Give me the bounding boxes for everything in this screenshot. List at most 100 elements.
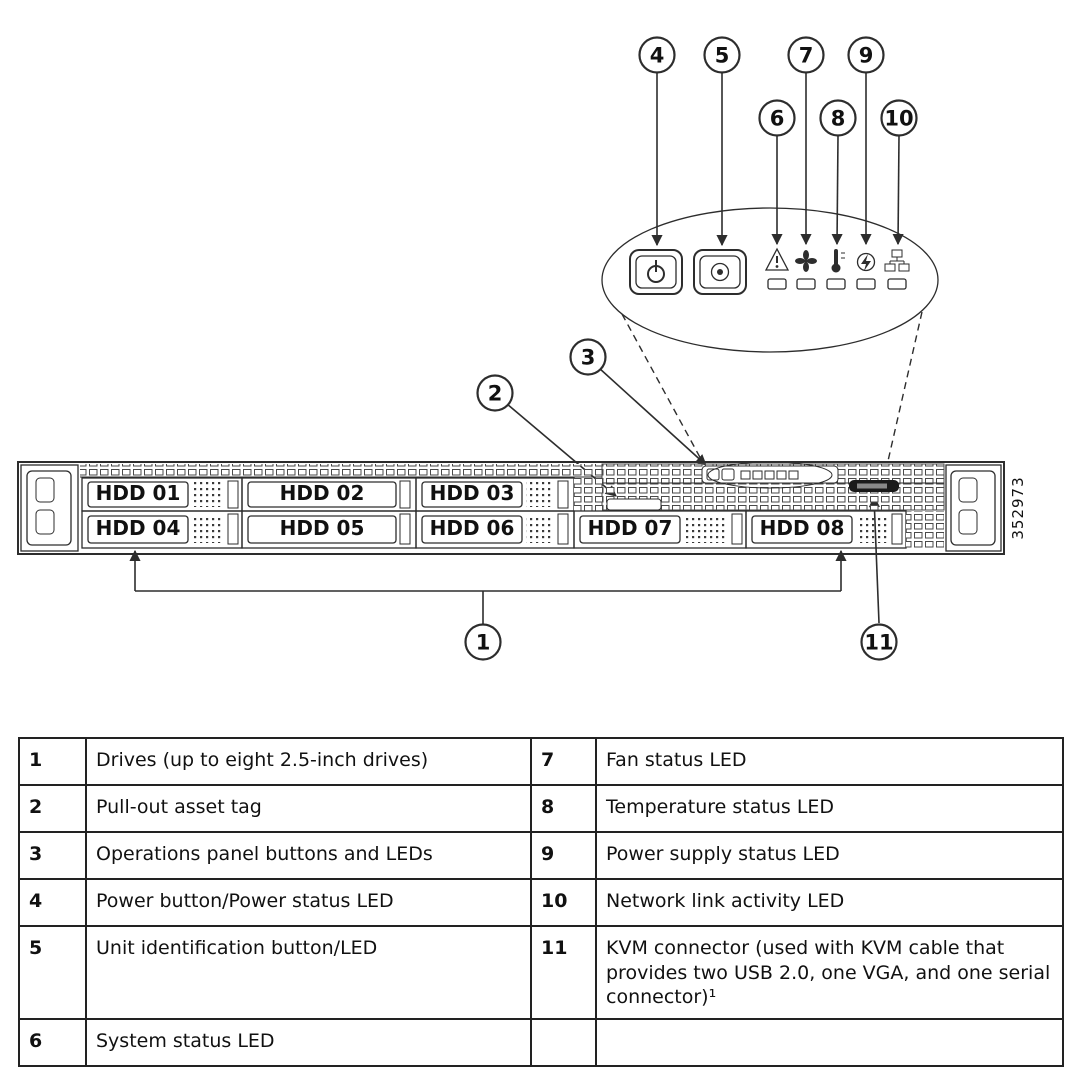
figure-id-number: 352973 bbox=[1009, 476, 1027, 539]
svg-text:7: 7 bbox=[799, 44, 814, 68]
legend-num-cell: 9 bbox=[530, 831, 597, 880]
svg-text:HDD 02: HDD 02 bbox=[280, 481, 365, 505]
svg-text:3: 3 bbox=[581, 346, 596, 370]
legend-num-cell bbox=[530, 1018, 597, 1068]
mini-led-3 bbox=[764, 470, 775, 480]
callout-11: 11 bbox=[860, 623, 898, 661]
legend-row: 2 Pull-out asset tag 8 Temperature statu… bbox=[18, 784, 1064, 833]
svg-text:9: 9 bbox=[859, 44, 874, 68]
temperature-status-icon bbox=[831, 249, 845, 273]
left-rack-ear bbox=[20, 464, 79, 552]
drive-bay-hdd05: HDD 05 bbox=[241, 510, 417, 549]
power-button bbox=[629, 249, 683, 295]
power-supply-status-led bbox=[856, 278, 876, 290]
callout-5: 5 bbox=[703, 36, 741, 74]
chassis-outline bbox=[17, 461, 1005, 555]
svg-text:2: 2 bbox=[488, 382, 503, 406]
source-magnifier-ellipse bbox=[707, 461, 833, 489]
network-link-led bbox=[887, 278, 907, 290]
server-front-diagram: 4 5 7 9 6 8 10 3 2 1 11 bbox=[17, 36, 1027, 661]
svg-text:HDD 08: HDD 08 bbox=[760, 516, 845, 540]
system-status-icon bbox=[764, 247, 790, 271]
vent-filler-bottom bbox=[906, 511, 944, 548]
magnifier-dash-left bbox=[621, 313, 703, 462]
top-vent-strip bbox=[80, 464, 602, 477]
power-supply-status-icon bbox=[856, 252, 876, 272]
legend-num-cell: 2 bbox=[18, 784, 87, 833]
legend-row: 4 Power button/Power status LED 10 Netwo… bbox=[18, 878, 1064, 927]
network-link-icon bbox=[884, 249, 910, 272]
system-status-led bbox=[767, 278, 787, 290]
server-chassis: HDD 01 HDD 02 HDD 03 HDD 04 bbox=[17, 461, 1005, 555]
svg-text:HDD 06: HDD 06 bbox=[430, 516, 515, 540]
legend-desc-cell: Power supply status LED bbox=[595, 831, 1064, 880]
mini-power-button bbox=[706, 468, 720, 481]
callout-4: 4 bbox=[638, 36, 676, 74]
legend-desc-cell: Network link activity LED bbox=[595, 878, 1064, 927]
svg-text:11: 11 bbox=[864, 631, 893, 655]
svg-text:HDD 03: HDD 03 bbox=[430, 481, 515, 505]
ops-panel-area bbox=[601, 461, 945, 511]
legend-desc-cell: Unit identification button/LED bbox=[85, 924, 532, 1021]
callout-8: 8 bbox=[819, 99, 857, 137]
svg-text:10: 10 bbox=[884, 107, 913, 131]
mini-led-1 bbox=[740, 470, 751, 480]
legend-num-cell: 10 bbox=[530, 878, 597, 927]
callout-10: 10 bbox=[880, 99, 918, 137]
legend-desc-cell: Temperature status LED bbox=[595, 784, 1064, 833]
legend-desc-cell: Fan status LED bbox=[595, 737, 1064, 786]
legend-table: 1 Drives (up to eight 2.5-inch drives) 7… bbox=[18, 737, 1064, 1068]
legend-num-cell: 5 bbox=[18, 924, 87, 1021]
legend-num-cell: 3 bbox=[18, 831, 87, 880]
callout-leaders bbox=[129, 73, 904, 624]
kvm-connector bbox=[849, 480, 899, 492]
legend-row: 1 Drives (up to eight 2.5-inch drives) 7… bbox=[18, 737, 1064, 786]
svg-text:8: 8 bbox=[831, 107, 846, 131]
callout-3: 3 bbox=[569, 338, 607, 376]
legend-desc-cell: Power button/Power status LED bbox=[85, 878, 532, 927]
callout-9: 9 bbox=[847, 36, 885, 74]
mini-led-2 bbox=[752, 470, 763, 480]
fan-status-icon bbox=[795, 250, 817, 272]
svg-text:HDD 01: HDD 01 bbox=[96, 481, 181, 505]
vent-filler-top bbox=[574, 478, 602, 511]
mini-led-5 bbox=[788, 470, 799, 480]
ops-panel-magnified-view bbox=[601, 207, 939, 353]
legend-desc-cell: Pull-out asset tag bbox=[85, 784, 532, 833]
legend-desc-cell: System status LED bbox=[85, 1018, 532, 1068]
legend-num-cell: 11 bbox=[530, 924, 597, 1021]
asset-tag bbox=[606, 498, 662, 511]
drive-bay-hdd02: HDD 02 bbox=[241, 477, 417, 512]
drive-bay-hdd06: HDD 06 bbox=[415, 510, 575, 549]
legend-num-cell: 6 bbox=[18, 1018, 87, 1068]
legend-row: 3 Operations panel buttons and LEDs 9 Po… bbox=[18, 831, 1064, 880]
legend-desc-cell: KVM connector (used with KVM cable that … bbox=[595, 924, 1064, 1021]
svg-text:4: 4 bbox=[650, 44, 665, 68]
drive-bay-hdd03: HDD 03 bbox=[415, 477, 575, 512]
legend-row: 5 Unit identification button/LED 11 KVM … bbox=[18, 924, 1064, 1021]
mini-led-4 bbox=[776, 470, 787, 480]
legend-desc-cell: Drives (up to eight 2.5-inch drives) bbox=[85, 737, 532, 786]
legend-row: 6 System status LED bbox=[18, 1018, 1064, 1068]
legend-num-cell: 8 bbox=[530, 784, 597, 833]
legend-num-cell: 1 bbox=[18, 737, 87, 786]
svg-text:5: 5 bbox=[715, 44, 730, 68]
drive-bay-hdd08: HDD 08 bbox=[745, 510, 907, 549]
magnifier-dash-right bbox=[887, 311, 923, 462]
callout-6: 6 bbox=[758, 99, 796, 137]
drive-bay-hdd07: HDD 07 bbox=[573, 510, 747, 549]
temperature-status-led bbox=[826, 278, 846, 290]
unit-id-button bbox=[693, 249, 747, 295]
drive-bay-hdd01: HDD 01 bbox=[81, 477, 243, 512]
callout-7: 7 bbox=[787, 36, 825, 74]
svg-text:HDD 04: HDD 04 bbox=[96, 516, 181, 540]
power-button-icon bbox=[647, 260, 665, 283]
svg-text:HDD 05: HDD 05 bbox=[280, 516, 365, 540]
magnifier-ellipse bbox=[601, 207, 939, 353]
legend-num-cell: 4 bbox=[18, 878, 87, 927]
callout-2: 2 bbox=[476, 374, 514, 412]
legend-num-cell: 7 bbox=[530, 737, 597, 786]
unit-id-button-icon bbox=[710, 262, 730, 282]
svg-text:HDD 07: HDD 07 bbox=[588, 516, 673, 540]
